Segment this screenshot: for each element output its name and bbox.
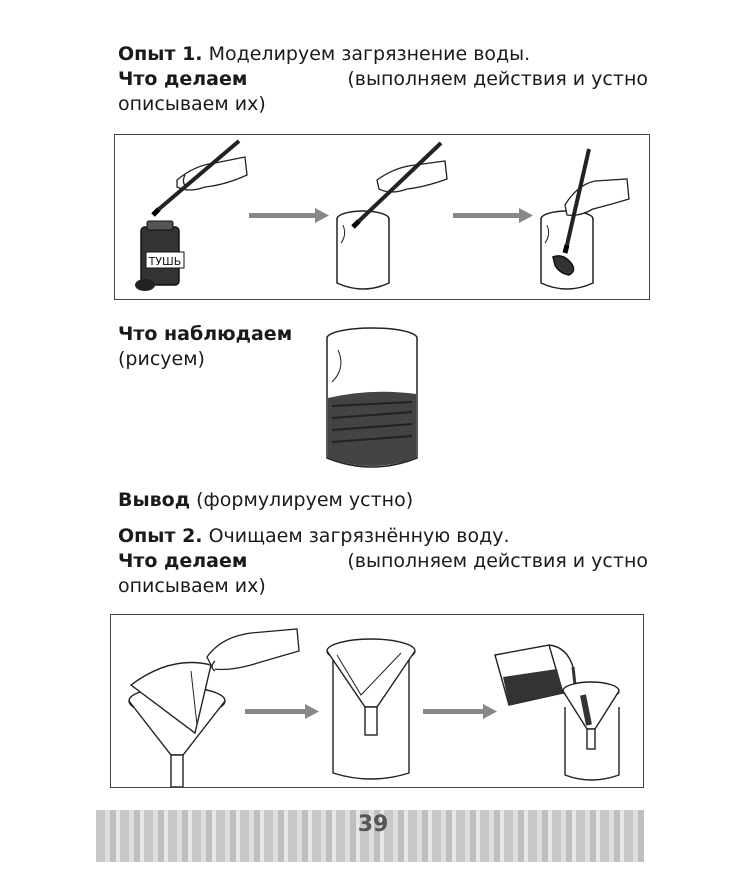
arrow-1 [249, 208, 329, 223]
exp2-what-we-do: Что делаем (выполняем действия и устно [118, 549, 648, 574]
hand-with-filter [206, 628, 300, 672]
exp2-title-bold: Опыт 2. [118, 525, 203, 547]
exp1-what-we-do-bold: Что делаем [118, 68, 248, 90]
exp2-what-we-do-bold: Что делаем [118, 550, 248, 572]
glass-with-funnel [326, 638, 416, 780]
arrow-3 [245, 704, 319, 719]
exp1-title-bold: Опыт 1. [118, 43, 203, 65]
arrow-2 [453, 208, 533, 223]
exp1-what-we-do-line2: описываем их) [118, 93, 266, 115]
exp2-title-text: Очищаем загрязнённую воду. [208, 525, 510, 547]
page-number: 39 [357, 812, 389, 837]
ink-bottle-label: ТУШЬ [148, 255, 182, 268]
hand-with-brush-1 [151, 139, 248, 217]
observed-glass-drawing [326, 327, 418, 468]
exp2-illustration-frame [110, 614, 644, 788]
exp1-what-we-do-rest: (выполняем действия и устно [347, 68, 648, 90]
exp1-illustration-frame: ТУШЬ [114, 134, 650, 300]
arrow-4 [423, 704, 497, 719]
ink-bottle: ТУШЬ [135, 220, 185, 291]
conclusion-rest: (формулируем устно) [196, 489, 414, 511]
exp2-illustration [128, 628, 620, 787]
pouring-beaker [494, 644, 577, 706]
glass-with-funnel-2 [562, 681, 620, 781]
exp2-what-we-do-rest: (выполняем действия и устно [347, 550, 648, 572]
glass-2 [336, 210, 390, 290]
funnel-with-filter [128, 661, 226, 787]
footer-watermark [96, 810, 644, 862]
exp1-what-we-do: Что делаем (выполняем действия и устно [118, 67, 648, 92]
observe-label: Что наблюдаем [118, 323, 293, 345]
conclusion: Вывод (формулируем устно) [118, 488, 413, 513]
exp1-title-text: Моделируем загрязнение воды. [208, 43, 531, 65]
hand-with-brush-2 [351, 141, 448, 229]
exp1-title: Опыт 1. Моделируем загрязнение воды. [118, 42, 530, 67]
exp2-title: Опыт 2. Очищаем загрязнённую воду. [118, 524, 510, 549]
conclusion-bold: Вывод [118, 489, 191, 511]
observe-note: (рисуем) [118, 348, 205, 370]
hand-with-brush-3 [562, 148, 630, 254]
exp1-illustration: ТУШЬ [135, 139, 630, 291]
exp2-what-we-do-line2: описываем их) [118, 575, 266, 597]
